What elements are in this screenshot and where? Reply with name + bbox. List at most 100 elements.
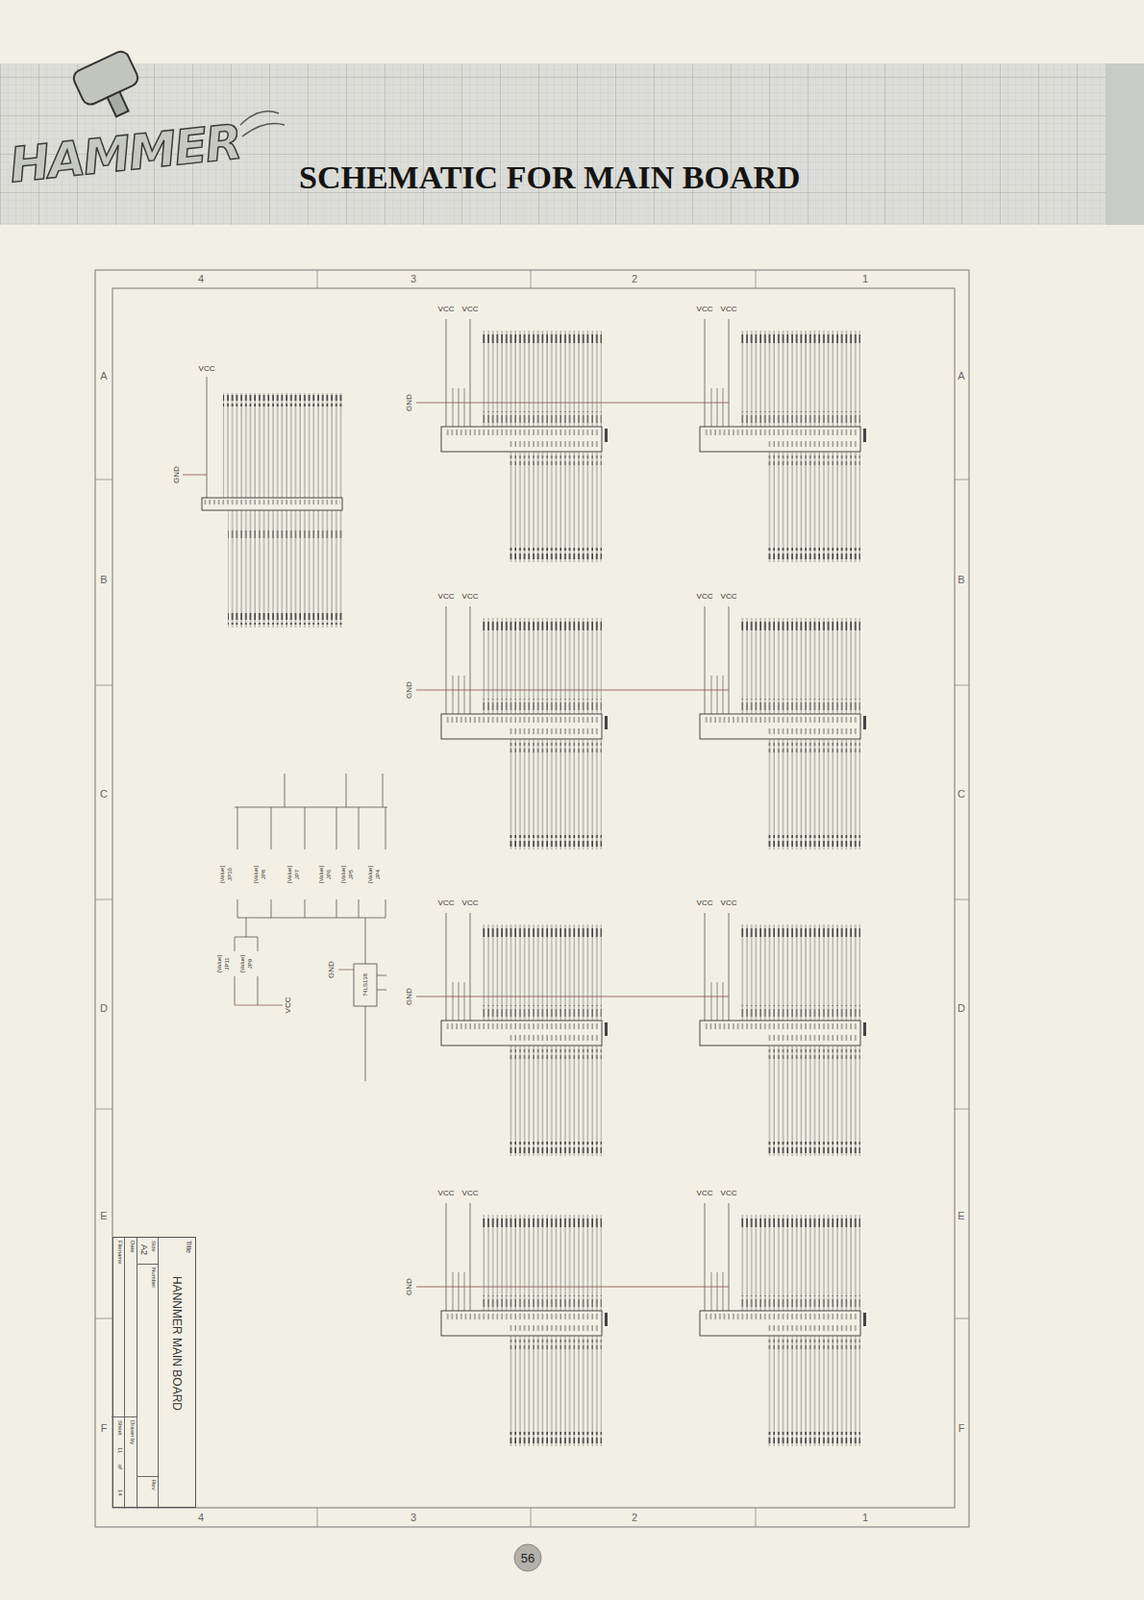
zone-letter: B xyxy=(957,574,965,586)
zone-number: 1 xyxy=(862,1513,869,1524)
memory-chip xyxy=(416,319,608,563)
wire xyxy=(234,807,388,809)
net-marks xyxy=(223,395,343,407)
zone-letter: F xyxy=(958,1423,966,1435)
power-label: VCC xyxy=(696,1190,714,1198)
chip-body xyxy=(201,497,343,511)
pin-lines xyxy=(227,510,343,628)
vcc-wire xyxy=(206,376,208,498)
left-chip xyxy=(182,376,343,628)
title-block-field: Sheet xyxy=(117,1420,124,1437)
title-block-frame: TitleHANNMER MAIN BOARDSizeA2NumberRevDa… xyxy=(112,1237,197,1509)
title-block-rule xyxy=(157,1238,159,1510)
title-block: TitleHANNMER MAIN BOARDSizeA2NumberRevDa… xyxy=(112,1237,197,1509)
zone-letter: B xyxy=(99,574,107,586)
power-label: VCC xyxy=(198,365,216,374)
power-label: VCC xyxy=(696,305,714,314)
jumper-name: JP10 xyxy=(226,868,233,882)
zone-number: 3 xyxy=(410,1513,417,1524)
gnd-wire xyxy=(182,474,207,476)
zone-tick xyxy=(954,479,970,481)
jumper-value: [Value] xyxy=(219,866,225,884)
net-marks xyxy=(227,528,343,539)
zone-number: 2 xyxy=(631,273,638,285)
power-label: VCC xyxy=(462,593,479,601)
header-band xyxy=(0,63,1144,225)
wire xyxy=(246,918,248,938)
vcc-wire xyxy=(234,1005,283,1007)
ground-label: GND xyxy=(173,466,181,484)
power-label: VCC xyxy=(438,899,455,908)
wire xyxy=(237,899,239,919)
wire xyxy=(257,937,259,952)
zone-number: 2 xyxy=(631,1513,638,1524)
motion-line xyxy=(242,124,285,138)
jumper-name: JP9 xyxy=(247,959,253,970)
jumper-value: [Value] xyxy=(286,866,293,884)
title-block-field: Title xyxy=(185,1241,193,1254)
power-label: VCC xyxy=(696,593,714,601)
title-block-field: Drawn by xyxy=(129,1420,136,1445)
wire xyxy=(284,773,286,808)
wire xyxy=(358,899,360,919)
title-block-field: Number xyxy=(150,1268,157,1289)
zone-tick xyxy=(95,479,113,481)
power-label: VCC xyxy=(462,899,479,908)
wire xyxy=(304,807,306,850)
title-block-field: Size xyxy=(150,1241,157,1253)
page-title: SCHEMATIC FOR MAIN BOARD xyxy=(298,159,801,196)
jumper-name: JP4 xyxy=(374,870,381,880)
hammer-handle xyxy=(107,91,129,117)
memory-chip xyxy=(674,913,867,1157)
header-grid xyxy=(0,63,1144,225)
zone-tick xyxy=(755,270,757,289)
zone-ticks xyxy=(95,270,970,1528)
pin-lines xyxy=(223,393,343,498)
sheet-frame xyxy=(95,270,970,1528)
jumper-value: [Value] xyxy=(367,866,374,884)
ground-label: GND xyxy=(327,961,336,979)
jumper-name: JP7 xyxy=(294,870,300,880)
gnd-bus xyxy=(470,402,675,1288)
zone-tick xyxy=(530,270,532,289)
header-edge xyxy=(1105,63,1144,225)
zone-tick xyxy=(530,1508,532,1528)
net-marks xyxy=(227,613,343,625)
hammer-head xyxy=(71,49,141,108)
wire xyxy=(234,937,236,952)
zone-tick xyxy=(954,685,970,687)
wire xyxy=(237,807,239,850)
header-grid xyxy=(0,63,1144,225)
wire xyxy=(304,899,306,919)
jumper-value: [Value] xyxy=(239,955,246,973)
power-label: VCC xyxy=(284,997,293,1015)
jumper-name: JP11 xyxy=(223,957,230,970)
wire xyxy=(385,807,387,850)
zone-letter: A xyxy=(957,371,965,382)
memory-chip xyxy=(674,606,867,850)
wire xyxy=(376,990,387,992)
power-label: VCC xyxy=(721,305,738,314)
title-block-field: Filename xyxy=(117,1241,124,1266)
sheet-border xyxy=(112,288,955,1509)
zone-letter: E xyxy=(99,1211,107,1222)
title-block-field: A2 xyxy=(139,1244,149,1256)
ground-label: GND xyxy=(405,681,414,699)
power-label: VCC xyxy=(721,1190,738,1198)
wire xyxy=(257,976,259,1006)
wire xyxy=(385,899,387,919)
wire xyxy=(234,937,258,939)
zone-tick xyxy=(95,899,113,901)
title-block-field: 11 xyxy=(117,1447,124,1454)
jumper-value: [Value] xyxy=(318,866,324,884)
zone-tick xyxy=(317,270,319,289)
wire xyxy=(358,807,360,850)
power-label: VCC xyxy=(462,305,479,314)
power-label: VCC xyxy=(462,1190,479,1198)
power-label: VCC xyxy=(696,899,714,908)
jumper-name: JP8 xyxy=(260,870,267,880)
memory-chip xyxy=(674,319,867,563)
ground-label: GND xyxy=(405,988,414,1006)
title-block-rule xyxy=(137,1264,159,1266)
